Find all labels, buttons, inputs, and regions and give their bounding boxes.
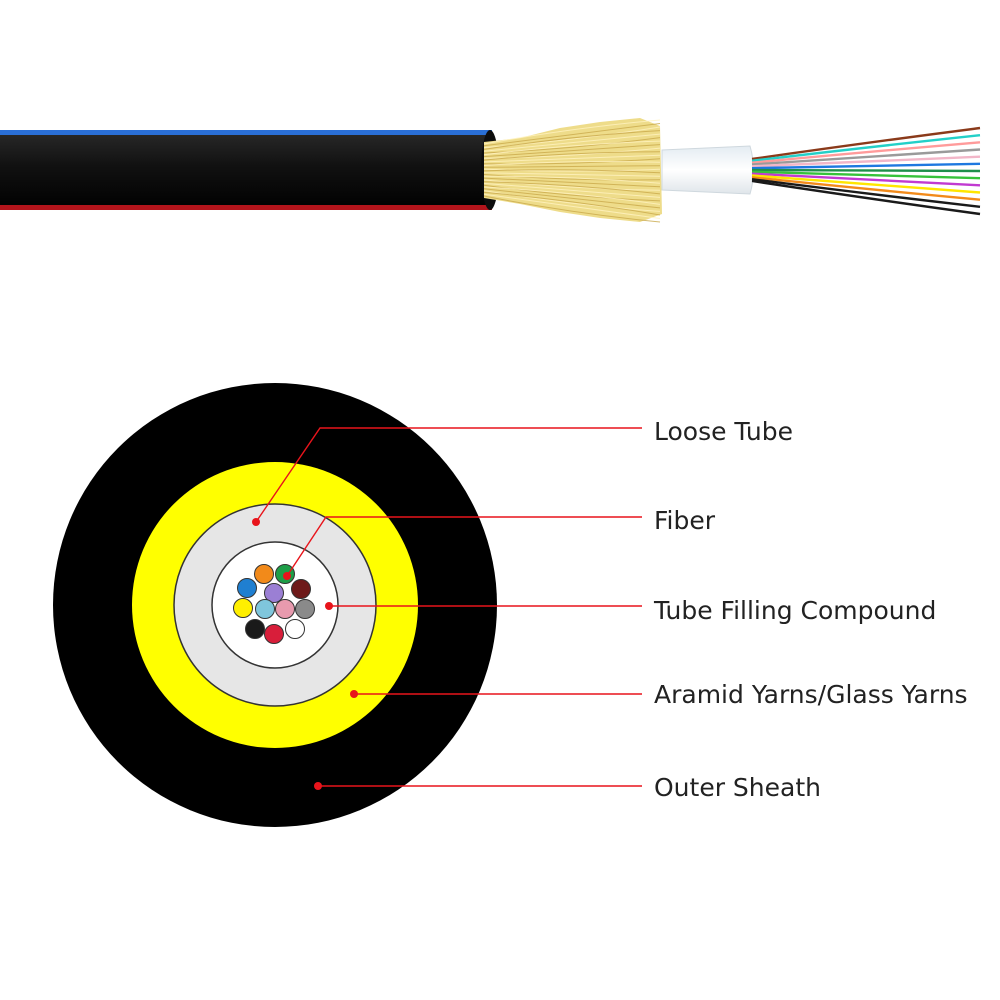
label-tube-filling-compound: Tube Filling Compound — [654, 596, 937, 625]
fiber-strand — [751, 178, 981, 208]
aramid-yarn-strand — [483, 177, 661, 188]
aramid-yarn-strand — [483, 181, 661, 195]
cable-jacket — [0, 130, 492, 210]
fiber-core — [285, 619, 305, 639]
leader-lines — [252, 427, 642, 790]
fiber-strand — [751, 162, 981, 170]
fiber-strand — [751, 176, 981, 201]
leader-dot-yarns — [350, 690, 358, 698]
fiber-strand — [751, 168, 981, 173]
jacket-red-stripe — [0, 205, 492, 210]
aramid-yarn-strand — [483, 169, 661, 174]
fiber-strand — [751, 141, 981, 164]
label-fiber: Fiber — [654, 506, 716, 535]
aramid-yarn-strand — [483, 161, 661, 166]
aramid-yarn-strand — [483, 151, 661, 161]
fiber-strand — [751, 134, 981, 162]
leader-dot-fiber — [283, 572, 291, 580]
aramid-yarn-strand — [483, 165, 661, 168]
aramid-yarn-strand — [483, 130, 661, 150]
fiber-core — [245, 619, 265, 639]
aramid-yarn-strand — [483, 188, 661, 209]
leader-fiber — [286, 516, 642, 577]
jacket-blue-stripe — [0, 130, 492, 135]
fiber-strand — [751, 148, 981, 166]
buffer-tube — [661, 145, 754, 195]
cable-cross-section — [53, 383, 497, 827]
fiber-strand — [751, 172, 981, 187]
fiber-strand — [751, 170, 981, 180]
leader-dot-loose-tube — [252, 518, 260, 526]
fiber-core — [295, 599, 315, 619]
leader-loose-tube — [255, 427, 642, 523]
filling-compound-layer — [211, 541, 339, 669]
fiber-strand — [751, 174, 981, 194]
aramid-yarn-strand — [483, 154, 661, 163]
aramid-yarn-strand — [483, 175, 661, 184]
leader-dot-filling — [325, 602, 333, 610]
aramid-yarn-strand — [483, 133, 661, 152]
aramid-yarn-strand — [483, 193, 661, 219]
fiber-core — [275, 599, 295, 619]
label-outer-sheath: Outer Sheath — [654, 773, 821, 802]
fiber-bundle — [233, 564, 315, 644]
aramid-yarn-strand — [483, 195, 661, 223]
label-loose-tube: Loose Tube — [654, 417, 794, 446]
leader-dot-sheath — [314, 782, 322, 790]
aramid-yarn-strand — [483, 191, 661, 216]
fiber-core — [264, 583, 284, 603]
aramid-yarn-strand — [483, 172, 661, 177]
fiber-core — [254, 564, 274, 584]
fiber-strand — [751, 179, 981, 216]
aramid-yarn-strand — [483, 140, 661, 156]
fiber-strand — [751, 126, 981, 161]
label-aramid-glass-yarns: Aramid Yarns/Glass Yarns — [654, 680, 968, 709]
fiber-core — [255, 599, 275, 619]
fiber-core — [264, 624, 284, 644]
fiber-strand — [751, 155, 981, 168]
fiber-strands — [751, 126, 981, 216]
cable-side-view — [0, 118, 981, 223]
aramid-yarn-strand — [483, 186, 661, 205]
aramid-yarn-strand — [483, 123, 661, 147]
fiber-core — [233, 598, 253, 618]
aramid-yarn-strand — [483, 119, 661, 145]
fiber-core — [237, 578, 257, 598]
aramid-yarn-bundle — [483, 118, 662, 223]
fiber-core — [291, 579, 311, 599]
aramid-yarn-strand — [483, 182, 661, 198]
aramid-yarn-strand — [483, 144, 661, 158]
